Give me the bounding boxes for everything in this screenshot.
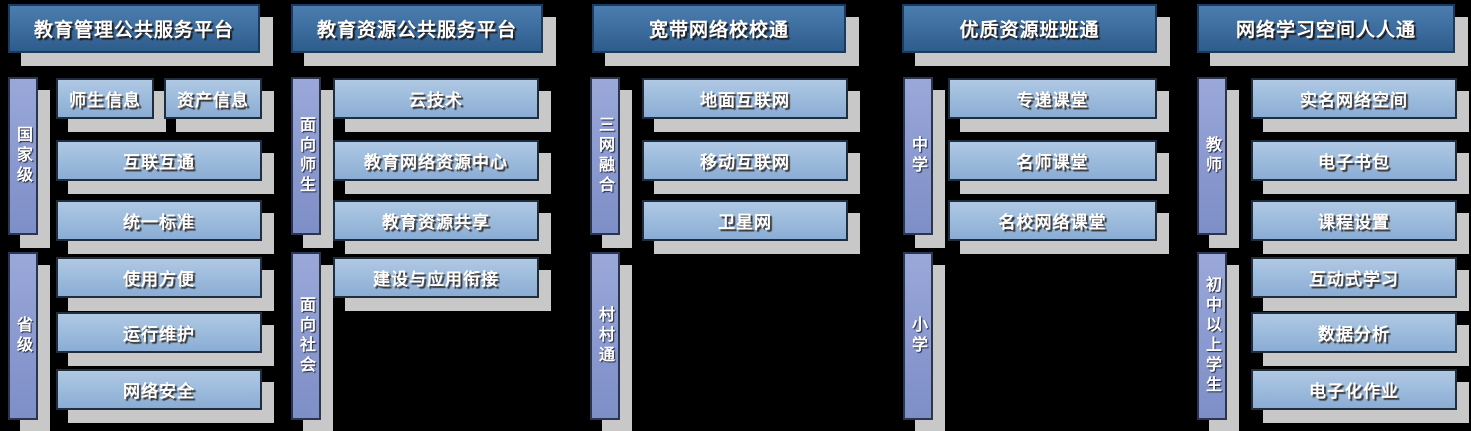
col2-group1-side-label: 面向师生 [291, 77, 321, 235]
col5-group1-side-label: 教师 [1197, 77, 1227, 235]
side-label-text: 初中以上学生 [1203, 276, 1222, 396]
side-label-text: 三网融合 [596, 116, 615, 196]
col5-item-curriculum-setting: 课程设置 [1251, 200, 1457, 241]
side-label-text: 中学 [909, 136, 928, 176]
col4-item-famous-school-online-classroom: 名校网络课堂 [948, 200, 1157, 241]
side-label-text: 村村通 [596, 306, 615, 366]
col4-item-delivery-classroom: 专递课堂 [948, 78, 1157, 119]
col2-item-construction-application-linkage: 建设与应用衔接 [333, 257, 539, 298]
col1-item-interconnection: 互联互通 [56, 140, 262, 181]
col1-item-network-security: 网络安全 [56, 369, 262, 410]
col1-group2-side-label: 省级 [8, 252, 38, 420]
col4-item-famous-teacher-classroom: 名师课堂 [948, 140, 1157, 181]
col2-item-edu-network-resource-center: 教育网络资源中心 [333, 140, 539, 181]
col1-header: 教育管理公共服务平台 [8, 4, 260, 53]
col3-header: 宽带网络校校通 [592, 4, 846, 53]
col1-item-asset-info: 资产信息 [164, 78, 262, 119]
col5-item-interactive-learning: 互动式学习 [1251, 257, 1457, 298]
side-label-text: 面向师生 [297, 116, 316, 196]
side-label-text: 国家级 [14, 126, 33, 186]
col3-item-terrestrial-internet: 地面互联网 [642, 78, 848, 119]
side-label-text: 面向社会 [297, 296, 316, 376]
col5-item-electronic-schoolbag: 电子书包 [1251, 140, 1457, 181]
col4-header: 优质资源班班通 [902, 4, 1157, 53]
side-label-text: 小学 [909, 316, 928, 356]
col5-item-data-analysis: 数据分析 [1251, 312, 1457, 353]
col4-group1-side-label: 中学 [903, 77, 933, 235]
side-label-text: 教师 [1203, 136, 1222, 176]
col5-group2-side-label: 初中以上学生 [1197, 252, 1227, 420]
col5-header: 网络学习空间人人通 [1197, 4, 1455, 53]
col3-item-mobile-internet: 移动互联网 [642, 140, 848, 181]
col1-group1-side-label: 国家级 [8, 77, 38, 235]
col3-group1-side-label: 三网融合 [590, 77, 620, 235]
col2-item-edu-resource-sharing: 教育资源共享 [333, 200, 539, 241]
side-label-text: 省级 [14, 316, 33, 356]
col2-group2-side-label: 面向社会 [291, 252, 321, 420]
col3-group2-side-label: 村村通 [590, 252, 620, 420]
col5-item-electronic-homework: 电子化作业 [1251, 369, 1457, 410]
col2-item-cloud-technology: 云技术 [333, 78, 539, 119]
col2-header: 教育资源公共服务平台 [291, 4, 543, 53]
col1-item-operation-maintenance: 运行维护 [56, 312, 262, 353]
col1-item-unified-standard: 统一标准 [56, 200, 262, 241]
col4-group2-side-label: 小学 [903, 252, 933, 420]
col3-item-satellite-network: 卫星网 [642, 200, 848, 241]
col1-item-teacher-student-info: 师生信息 [56, 78, 154, 119]
col1-item-easy-to-use: 使用方便 [56, 257, 262, 298]
col5-item-real-name-network-space: 实名网络空间 [1251, 78, 1457, 119]
